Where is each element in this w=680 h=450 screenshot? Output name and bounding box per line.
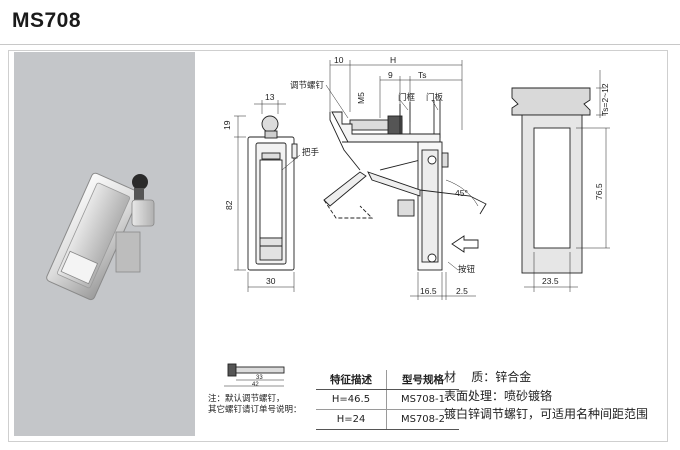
spec-material: 材 质：锌合金	[444, 368, 648, 387]
table-row: H=46.5 MS708-1	[316, 389, 459, 410]
material-specs: 材 质：锌合金 表面处理：喷砂镀铬 镀白锌调节螺钉，可适用名种间距范围	[444, 368, 648, 424]
spec-material-label: 材 质：	[444, 370, 496, 384]
dim-front-width-top: 13	[265, 92, 275, 102]
label-door-panel: 门板	[426, 92, 444, 103]
model-table: 特征描述 型号规格 H=46.5 MS708-1 H=24 MS708-2	[316, 370, 459, 430]
spec-surface-value: 喷砂镀铬	[504, 388, 553, 403]
content-frame	[8, 50, 668, 442]
note-line-2: 其它螺钉请订单号说明：	[208, 405, 302, 415]
order-note: 注：默认调节螺钉， 其它螺钉请订单号说明：	[208, 394, 302, 416]
front-view	[234, 100, 301, 292]
spec-extra: 镀白锌调节螺钉，可适用名种间距范围	[444, 407, 649, 422]
dim-ts-range: Ts=2~12	[600, 83, 610, 116]
dim-33: 33	[256, 375, 263, 381]
dim-ts: Ts	[418, 70, 427, 80]
table-cell: H=46.5	[316, 389, 387, 410]
table-cell: MS708-2	[386, 409, 459, 430]
dim-cutout-height: 76.5	[594, 183, 604, 200]
label-button: 按钮	[458, 264, 476, 275]
table-cell: H=24	[316, 409, 387, 430]
spec-surface: 表面处理：喷砂镀铬	[444, 387, 648, 406]
dim-42: 42	[252, 382, 259, 388]
table-header-row: 特征描述 型号规格	[316, 370, 459, 390]
spec-surface-label: 表面处理：	[444, 388, 505, 403]
screw-detail	[224, 363, 285, 387]
table-header-model: 型号规格	[386, 370, 459, 390]
dim-h: H	[390, 55, 396, 65]
dim-angle: 45°	[455, 188, 468, 198]
table-cell: MS708-1	[386, 389, 459, 410]
dim-front-width-bottom: 30	[266, 276, 276, 286]
product-title: MS708	[12, 9, 82, 32]
dim-front-height-top: 19	[222, 120, 232, 130]
product-photo	[14, 52, 195, 436]
spec-material-value: 锌合金	[495, 370, 532, 384]
dim-cutout-width: 23.5	[542, 276, 559, 286]
table-row: H=24 MS708-2	[316, 409, 459, 430]
dim-m5: M5	[356, 92, 366, 104]
title-divider	[0, 44, 680, 45]
side-view	[323, 60, 487, 300]
dim-16-5: 16.5	[420, 286, 437, 296]
label-handle: 把手	[302, 147, 320, 158]
note-line-1: 注：默认调节螺钉，	[208, 394, 285, 404]
dim-10: 10	[334, 55, 344, 65]
table-header-feature: 特征描述	[316, 370, 387, 390]
label-adjust-screw: 调节螺钉	[290, 80, 325, 91]
dim-front-height-main: 82	[224, 200, 234, 210]
label-door-frame: 门框	[398, 92, 416, 103]
dim-2-5: 2.5	[456, 286, 468, 296]
dim-9: 9	[388, 70, 393, 80]
cutout-view	[511, 70, 610, 292]
latch-photo-illustration	[46, 172, 155, 301]
